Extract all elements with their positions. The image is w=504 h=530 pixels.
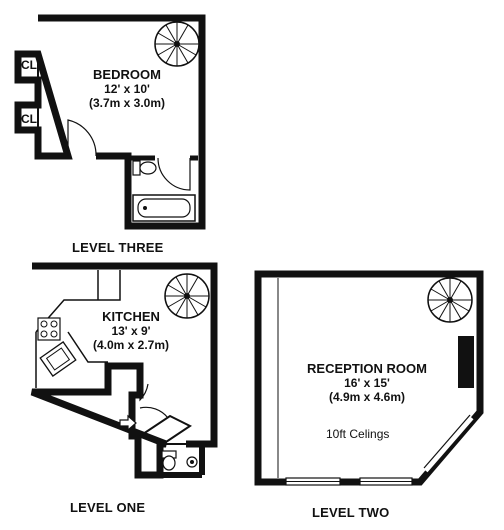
level-one-label: LEVEL ONE [70,500,146,515]
level-two-label: LEVEL TWO [312,505,390,520]
wc-toilet [161,450,177,471]
toilet [132,160,157,176]
fireplace [458,336,474,388]
reception-name: RECEPTION ROOM [307,361,427,376]
kitchen-worktop [35,270,121,388]
bedroom-dim-imperial: 12' x 10' [104,81,150,96]
bedroom-name: BEDROOM [93,67,161,82]
kitchen-dim-imperial: 13' x 9' [111,323,151,338]
bedroom-door [67,119,97,157]
reception-outer-wall [254,270,484,486]
entrance-arrow-icon [119,414,137,432]
reception-dim-imperial: 16' x 15' [344,375,390,390]
kitchen-dim-metric: (4.0m x 2.7m) [92,337,170,352]
spiral-staircase-icon [154,21,200,67]
window-diagonal [423,414,476,475]
bathroom-door [157,157,191,191]
spiral-staircase-icon [427,277,473,323]
kitchen-label: KITCHEN 13' x 9' (4.0m x 2.7m) [76,309,186,353]
reception-label: RECEPTION ROOM 16' x 15' (4.9m x 4.6m) [292,361,442,405]
ceiling-height-note: 10ft Celings [326,427,390,441]
hob-icon [37,317,61,341]
level-two-plan [254,270,484,486]
level-three-plan [14,14,206,230]
closet-label-2: CL [21,112,37,126]
level-three-label: LEVEL THREE [72,240,164,255]
window-bottom [285,477,413,486]
reception-dim-metric: (4.9m x 4.6m) [328,389,406,404]
kitchen-door [139,370,149,402]
level-one-plan [30,262,218,479]
bedroom-label: BEDROOM 12' x 10' (3.7m x 3.0m) [72,67,182,111]
closet-label-1: CL [21,58,37,72]
bathtub [132,194,196,222]
sink-icon [39,341,77,377]
bedroom-dim-metric: (3.7m x 3.0m) [88,95,166,110]
basin [186,456,198,468]
stair-door [139,406,169,419]
hall-partition [139,414,192,447]
kitchen-name: KITCHEN [102,309,160,324]
